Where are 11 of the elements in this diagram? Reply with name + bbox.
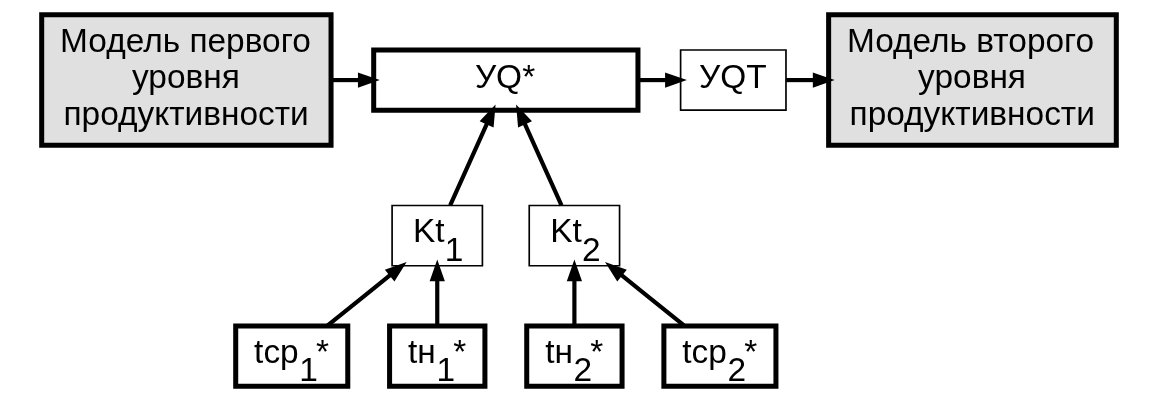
arrow bbox=[515, 104, 563, 207]
arrow bbox=[429, 259, 445, 326]
arrow bbox=[566, 259, 582, 326]
node-box: Модель первого уровня продуктивности bbox=[38, 12, 334, 148]
node-box: Модель второго уровня продуктивности bbox=[825, 12, 1119, 148]
arrow bbox=[637, 72, 687, 88]
arrow bbox=[330, 72, 380, 88]
arrow bbox=[785, 72, 835, 88]
arrow bbox=[447, 104, 496, 207]
node-box: УQT bbox=[679, 49, 787, 111]
node-box: УQ* bbox=[370, 47, 640, 113]
